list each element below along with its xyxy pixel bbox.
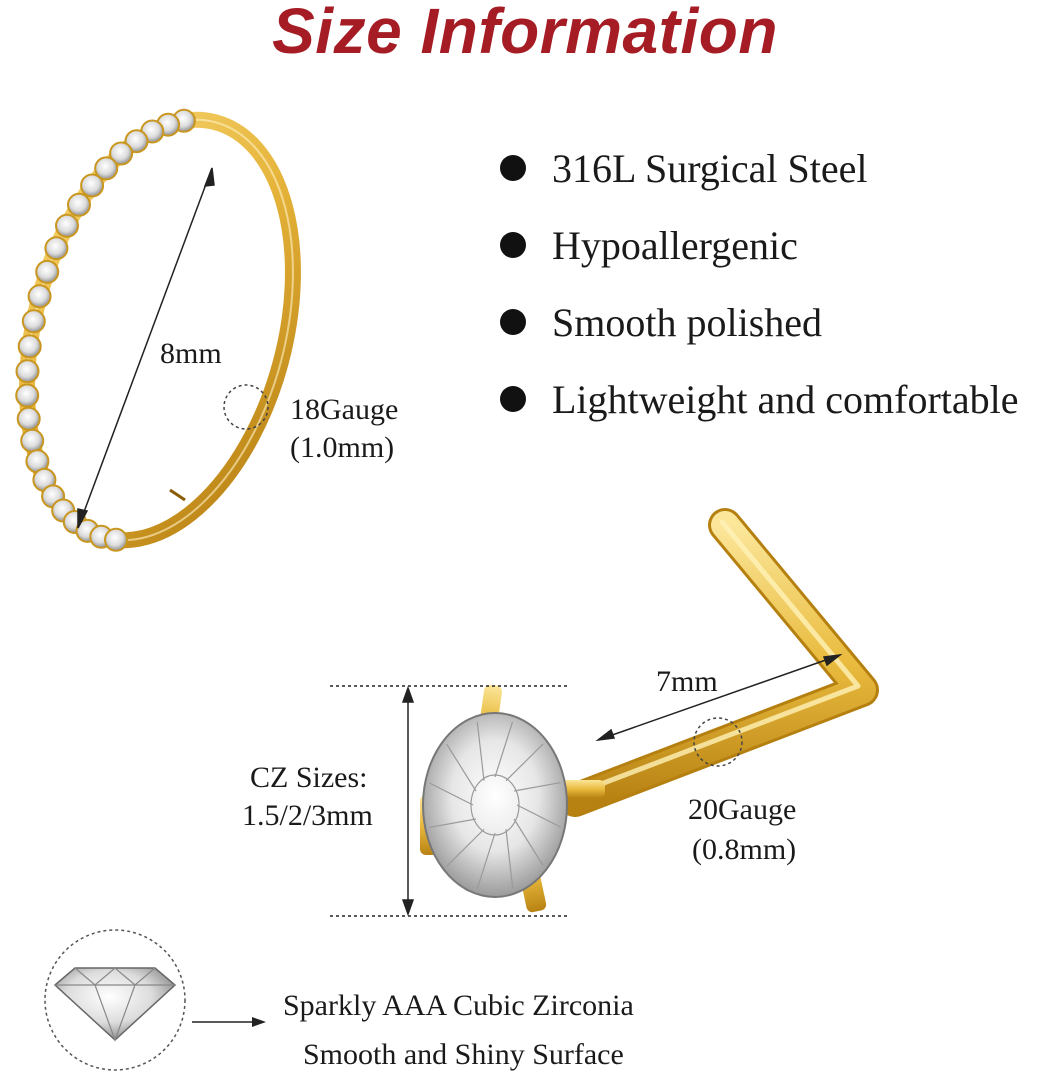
ring-gauge-mm-label: (1.0mm) (290, 431, 395, 464)
ring-gauge-marker (223, 384, 269, 430)
stud-length-label: 7mm (656, 665, 718, 698)
nose-stud-image (420, 508, 879, 913)
feature-text: Lightweight and comfortable (552, 376, 1019, 422)
ring-crystal (20, 428, 45, 453)
ring-crystal (27, 284, 52, 309)
feature-item: 316L Surgical Steel (500, 138, 868, 198)
cz-stone-closeup (44, 929, 266, 1071)
gem-facet (429, 782, 474, 806)
stone-description-line1: Sparkly AAA Cubic Zirconia (283, 989, 634, 1022)
feature-text: Hypoallergenic (552, 222, 798, 268)
ring-crystal (67, 192, 91, 217)
ring-crystal (44, 236, 69, 261)
bullet-icon (500, 155, 526, 181)
gem-facet (505, 743, 544, 782)
ring-gauge-label: 18Gauge (290, 393, 399, 426)
gem-facet (513, 818, 544, 867)
ring-crystal (80, 173, 105, 198)
stud-gauge-marker (693, 717, 743, 767)
ring-crystal (15, 383, 40, 408)
ring-crystal (21, 309, 46, 334)
page-title: Size Information (272, 0, 778, 67)
ring-crystal (17, 334, 42, 359)
cz-sizes-heading: CZ Sizes: (250, 761, 368, 794)
ring-crystals (15, 108, 196, 552)
gem-facet (429, 818, 477, 828)
gem-facet (494, 721, 514, 778)
bullet-icon (500, 232, 526, 258)
feature-text: Smooth polished (552, 299, 823, 345)
bullet-icon (500, 386, 526, 412)
ring-diameter-arrow (77, 167, 215, 529)
gem-table (470, 774, 520, 836)
gem-facet (476, 832, 496, 889)
ring-crystal (55, 213, 79, 238)
bullet-icon (500, 309, 526, 335)
gem-facet (516, 804, 561, 828)
cz-size-arrow (330, 685, 570, 917)
gem-facet (476, 721, 485, 781)
stud-length-arrow (595, 653, 843, 742)
ring-crystal (104, 527, 128, 552)
feature-item: Hypoallergenic (500, 215, 798, 275)
stud-gauge-mm-label: (0.8mm) (692, 833, 797, 866)
gem-facet (505, 829, 514, 889)
gem-facet (513, 782, 561, 792)
feature-item: Lightweight and comfortable (500, 369, 1019, 429)
cz-sizes-value: 1.5/2/3mm (242, 799, 373, 832)
ring-crystal (109, 141, 134, 166)
ring-diameter-label: 8mm (160, 337, 222, 370)
ring-crystal (124, 129, 149, 154)
stone-description-line2: Smooth and Shiny Surface (303, 1038, 624, 1071)
ring-crystal (15, 359, 40, 384)
ring-crystal (94, 156, 119, 181)
feature-text: 316L Surgical Steel (552, 145, 868, 191)
ring-crystal (16, 406, 41, 431)
stud-gauge-label: 20Gauge (688, 793, 797, 826)
gem-facet (446, 743, 477, 792)
hoop-ring-image (15, 108, 301, 552)
feature-item: Smooth polished (500, 292, 822, 352)
gem-facet (446, 828, 485, 867)
ring-crystal (35, 259, 60, 284)
